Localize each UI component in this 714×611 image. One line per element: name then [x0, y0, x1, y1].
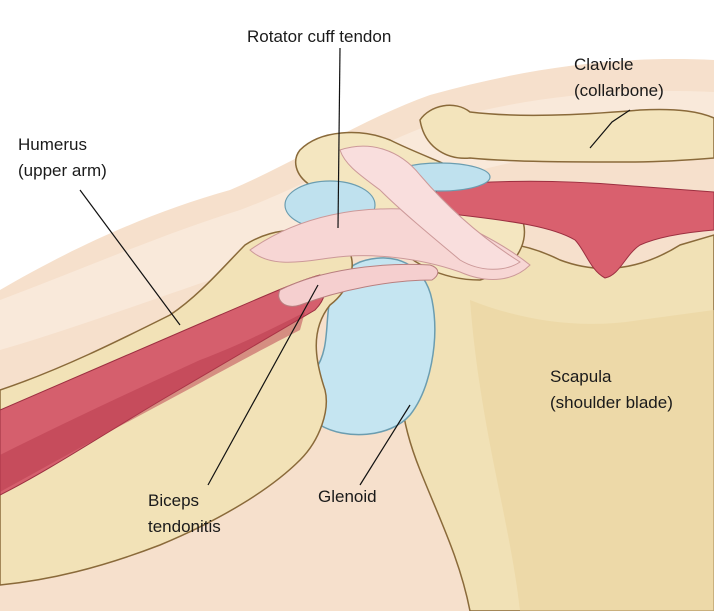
leader-humerus — [79, 189, 181, 326]
subclavian-muscle — [435, 180, 714, 279]
label-rotator-cuff: Rotator cuff tendon — [247, 27, 391, 46]
leader-clavicle — [589, 109, 631, 149]
clavicle-bone — [419, 104, 714, 163]
label-clavicle-line1: Clavicle — [574, 55, 634, 74]
label-biceps-line1: Biceps — [148, 491, 199, 510]
biceps-tendon — [278, 263, 439, 307]
label-biceps-line2: tendonitis — [148, 517, 221, 536]
label-humerus-line1: Humerus — [18, 135, 87, 154]
label-humerus-line2: (upper arm) — [18, 161, 107, 180]
label-clavicle-line2: (collarbone) — [574, 81, 664, 100]
scapula-shading — [470, 300, 714, 611]
leader-biceps — [207, 284, 319, 486]
rotator-cuff-tendon-diagonal — [339, 145, 521, 270]
leader-rotator-cuff — [337, 47, 341, 229]
leader-glenoid — [359, 404, 411, 486]
label-scapula-line1: Scapula — [550, 367, 612, 386]
biceps-muscle-shadow — [0, 312, 305, 492]
label-glenoid: Glenoid — [318, 487, 377, 506]
label-scapula-line2: (shoulder blade) — [550, 393, 673, 412]
